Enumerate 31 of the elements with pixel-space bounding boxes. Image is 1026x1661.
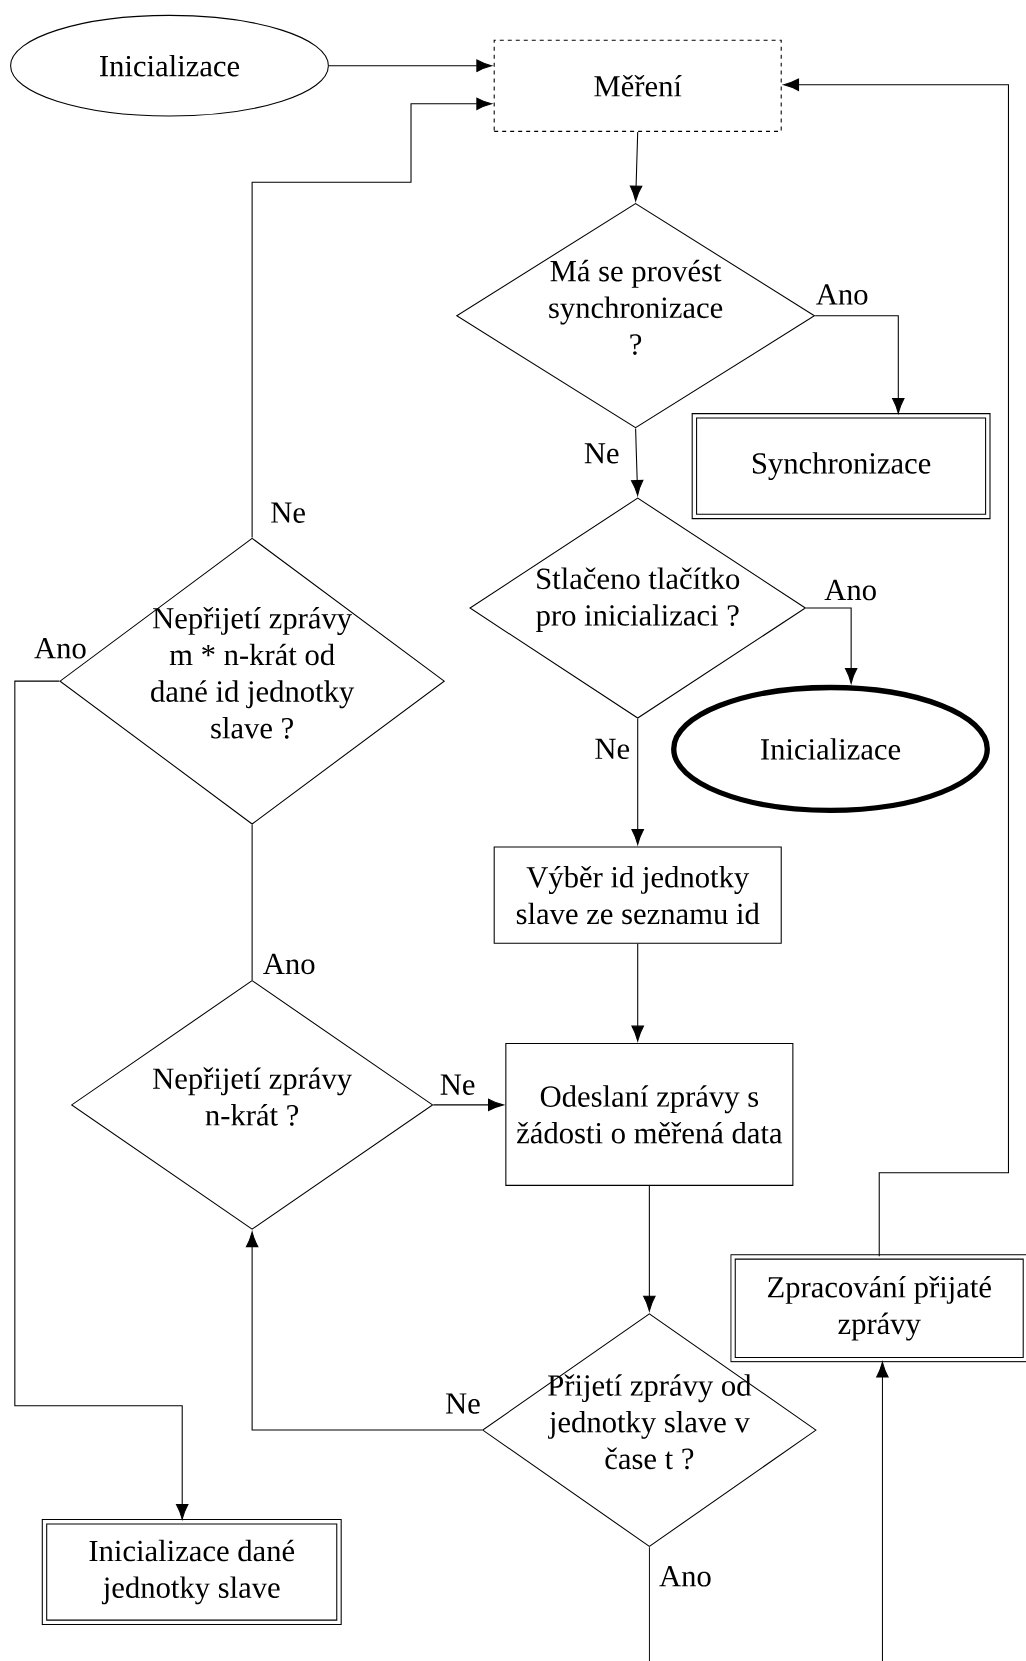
edge-label: Ne	[592, 737, 632, 761]
arrow	[631, 943, 644, 1042]
arrow	[805, 607, 858, 684]
edge-label: Ano	[822, 578, 879, 602]
connector-line	[251, 824, 253, 981]
arrow	[642, 1185, 656, 1312]
arrow	[432, 1098, 504, 1112]
arrow	[328, 59, 492, 72]
arrow	[630, 427, 644, 496]
arrow	[631, 718, 644, 845]
process-box: Měření	[493, 39, 782, 132]
subprocess-box: Synchronizace	[691, 413, 991, 520]
edge-label: Ano	[657, 1564, 713, 1588]
edge-label: Ne	[582, 441, 621, 465]
edge-label: Ne	[268, 501, 308, 525]
arrow	[251, 97, 492, 539]
arrow	[629, 131, 643, 202]
edge-label: Ne	[443, 1392, 482, 1416]
arrow	[245, 1231, 483, 1431]
arrow	[783, 78, 1009, 1257]
edge-label: Ne	[438, 1073, 477, 1097]
arrow	[814, 315, 905, 414]
arrow	[14, 680, 189, 1520]
subprocess-box: Zpracování přijaté zprávy	[730, 1254, 1026, 1363]
arrow	[875, 1361, 889, 1661]
process-box: Výběr id jednotky slave ze seznamu id	[493, 846, 782, 944]
subprocess-box: Inicializace dané jednotky slave	[41, 1519, 342, 1626]
process-box: Odeslaní zprávy s žádosti o měřená data	[505, 1042, 794, 1186]
edge-label: Ano	[261, 952, 317, 976]
connector-line	[648, 1546, 650, 1661]
edge-label: Ano	[814, 282, 870, 307]
